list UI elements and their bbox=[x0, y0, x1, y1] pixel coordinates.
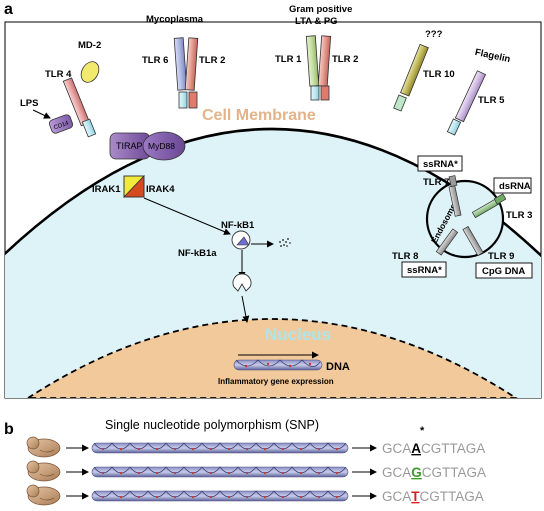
nuclear-entry-arrow bbox=[241, 295, 250, 323]
mycoplasma-label: Mycoplasma bbox=[146, 14, 204, 25]
tlr2-label-a: TLR 2 bbox=[199, 55, 225, 66]
snp-title: Single nucleotide polymorphism (SNP) bbox=[105, 418, 319, 432]
tlr6-label: TLR 6 bbox=[142, 55, 168, 66]
snp-row: GCATCGTTAGA bbox=[26, 484, 484, 506]
tirap-label: TIRAP bbox=[116, 141, 143, 151]
dna-helix bbox=[91, 490, 349, 502]
nfkb-free bbox=[232, 273, 252, 292]
panel-a: a Cell Membrane Nucleus CD14 LPS MD-2 TL… bbox=[4, 1, 542, 399]
md2-label: MD-2 bbox=[78, 40, 101, 51]
dna-helix bbox=[91, 442, 349, 454]
sequence-prefix: GCA bbox=[382, 441, 411, 456]
tlr3-receptor bbox=[471, 193, 507, 219]
embryo-icon bbox=[26, 460, 61, 482]
tlr10-receptor bbox=[393, 43, 429, 112]
dsrna-box bbox=[493, 177, 532, 194]
md2-protein bbox=[80, 61, 100, 83]
lps-label: LPS bbox=[20, 98, 38, 109]
embryo-icon bbox=[26, 484, 61, 506]
tlr4-label: TLR 4 bbox=[45, 69, 72, 80]
dna-helix bbox=[91, 466, 349, 478]
gram-positive-label: Gram positive bbox=[289, 4, 352, 15]
tlr9-receptor bbox=[462, 226, 484, 256]
tlr9-label: TLR 9 bbox=[488, 251, 514, 262]
nfkb-complex bbox=[231, 230, 251, 250]
irak1-label: IRAK1 bbox=[92, 184, 121, 195]
dna-helix-nucleus bbox=[233, 359, 323, 371]
lps-arrow bbox=[32, 109, 51, 119]
sequence-prefix: GCA bbox=[382, 465, 411, 480]
tlr5-receptor bbox=[446, 70, 487, 136]
cpg-dna-label: CpG DNA bbox=[482, 266, 525, 277]
sequence-suffix: CGTTAGA bbox=[421, 441, 485, 456]
snp-base: T bbox=[411, 489, 420, 504]
dsrna-label: dsRNA bbox=[499, 181, 531, 192]
panel-a-label: a bbox=[4, 1, 13, 18]
gene-expression-caption: Inflammatory gene expression bbox=[218, 377, 334, 386]
tlr6-receptor bbox=[173, 37, 188, 109]
embryo-icon bbox=[26, 436, 61, 458]
panel-b-label: b bbox=[4, 421, 14, 438]
ssrna-top-box bbox=[417, 155, 463, 172]
ssrna-bottom-box bbox=[401, 261, 447, 278]
tlr1-receptor bbox=[305, 35, 320, 101]
snp-base: A bbox=[411, 441, 421, 456]
ssrna-bottom-label: ssRNA* bbox=[407, 265, 442, 276]
sequence: GCAGCGTTAGA bbox=[382, 465, 486, 480]
nfkb1a-label: NF-kB1a bbox=[178, 248, 217, 259]
myd88-label: MyD88 bbox=[148, 141, 175, 151]
tlr8-label: TLR 8 bbox=[392, 251, 418, 262]
tlr10-label: TLR 10 bbox=[423, 69, 455, 80]
endosome bbox=[425, 179, 505, 259]
tlr2-label-b: TLR 2 bbox=[332, 54, 358, 65]
tlr5-label: TLR 5 bbox=[478, 95, 505, 106]
lta-pg-label: LTA & PG bbox=[295, 16, 338, 27]
irak4-label: IRAK4 bbox=[146, 184, 175, 195]
degraded-fragments bbox=[279, 238, 291, 247]
tlr8-receptor bbox=[435, 228, 459, 256]
snp-row: GCAGCGTTAGA bbox=[26, 460, 486, 482]
myd88-protein bbox=[142, 131, 186, 161]
nucleus bbox=[26, 318, 518, 398]
irak-to-nfkb-arrow bbox=[143, 197, 231, 235]
cpg-dna-box bbox=[475, 262, 533, 279]
snp-base: G bbox=[411, 465, 422, 480]
nfkb1-label: NF-kB1 bbox=[221, 220, 255, 231]
tlr2-receptor-b bbox=[317, 35, 332, 101]
tlr3-label: TLR 3 bbox=[506, 210, 532, 221]
tlr1-label: TLR 1 bbox=[275, 54, 302, 65]
tlr2-receptor-a bbox=[184, 37, 199, 109]
cd14-label: CD14 bbox=[53, 120, 70, 131]
sequence: GCAACGTTAGA bbox=[382, 441, 485, 456]
sequence-prefix: GCA bbox=[382, 489, 411, 504]
sequence: GCATCGTTAGA bbox=[382, 489, 484, 504]
snp-row: GCAACGTTAGA bbox=[26, 436, 485, 458]
tlr4-receptor bbox=[62, 77, 97, 138]
snp-asterisk: * bbox=[420, 425, 425, 437]
irak-complex bbox=[123, 175, 145, 198]
sequence-suffix: CGTTAGA bbox=[420, 489, 484, 504]
nucleus-label: Nucleus bbox=[265, 325, 331, 344]
panel-b: b Single nucleotide polymorphism (SNP) *… bbox=[4, 418, 486, 506]
ssrna-top-label: ssRNA* bbox=[423, 159, 458, 170]
membrane-label: Cell Membrane bbox=[202, 107, 316, 124]
cd14-protein bbox=[48, 114, 74, 134]
sequence-suffix: CGTTAGA bbox=[422, 465, 486, 480]
unknown-ligand-label: ??? bbox=[425, 29, 443, 40]
dna-label: DNA bbox=[326, 361, 350, 373]
tlr7-receptor bbox=[448, 175, 462, 217]
tlr7-label: TLR 7 bbox=[423, 177, 449, 188]
